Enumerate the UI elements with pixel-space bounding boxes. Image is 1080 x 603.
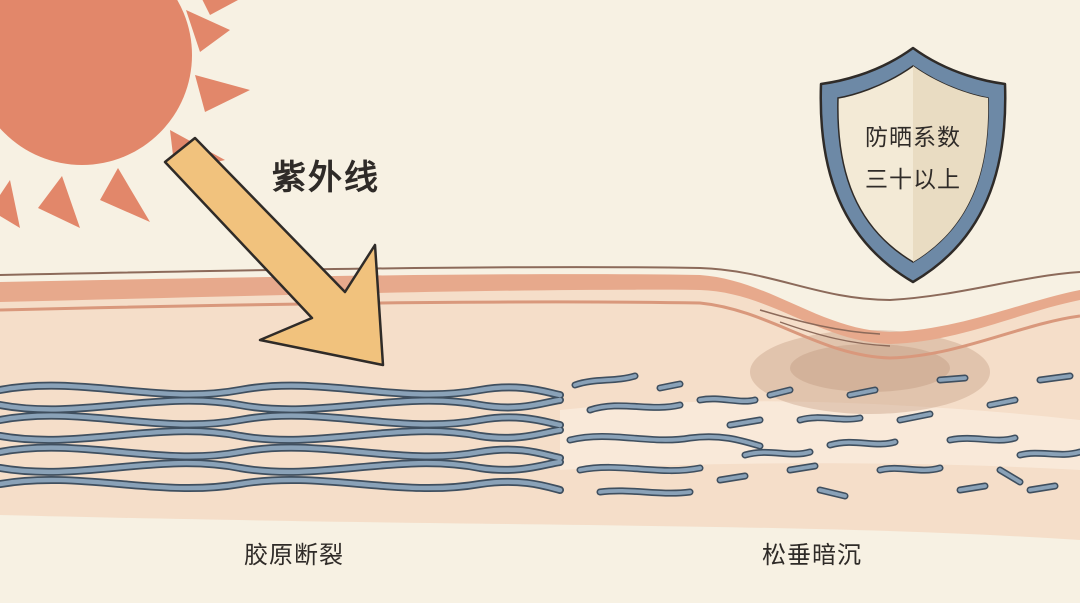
shield-text-line2: 三十以上 xyxy=(865,167,961,193)
uv-label: 紫外线 xyxy=(272,158,380,198)
dermis-highlight xyxy=(560,401,1080,470)
uv-arrow-icon xyxy=(163,136,385,367)
skin-fold-line xyxy=(759,309,881,335)
epidermis-bottom-line xyxy=(0,300,1080,360)
dark-spot xyxy=(750,330,990,414)
collagen-intact xyxy=(0,381,564,494)
dark-spot-core xyxy=(790,344,950,392)
collagen-broken xyxy=(566,372,1080,500)
shield-text-line1: 防晒系数 xyxy=(865,125,961,151)
collagen-break-label: 胶原断裂 xyxy=(244,541,344,569)
skin-body xyxy=(0,284,1080,540)
epidermis-top-line xyxy=(0,266,1080,302)
shield-icon xyxy=(819,46,1007,284)
epidermis-layer xyxy=(0,274,1080,344)
sagging-dull-label: 松垂暗沉 xyxy=(762,541,862,569)
skin-fold-line xyxy=(779,321,891,347)
